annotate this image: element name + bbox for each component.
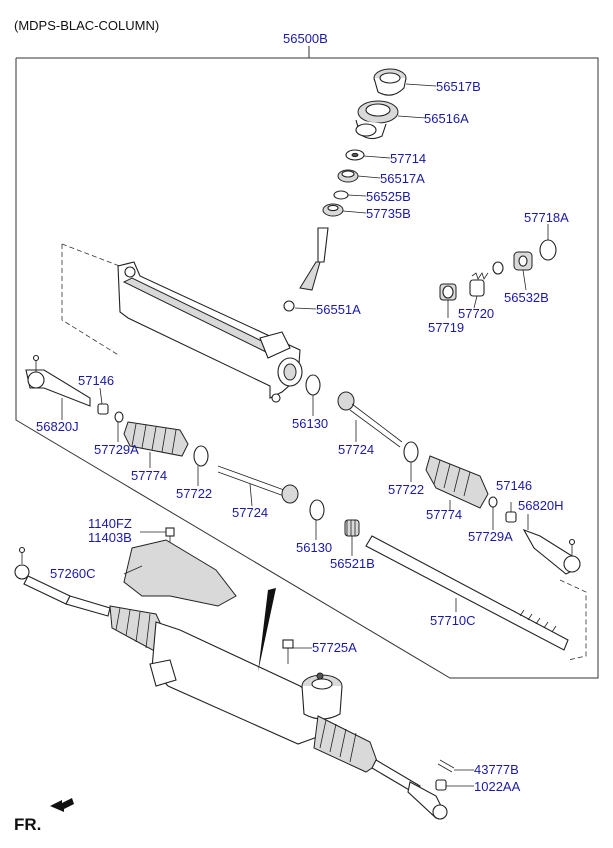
part-56516A-boot[interactable] — [355, 100, 399, 140]
part-56820H-tie-rod-end[interactable] — [522, 528, 581, 575]
part-57729A-right-clip[interactable] — [488, 496, 498, 508]
label-57720: 57720 — [458, 306, 494, 321]
part-57774-left-boot[interactable] — [123, 421, 189, 457]
label-57729A-left: 57729A — [94, 442, 139, 457]
label-57722-right: 57722 — [388, 482, 424, 497]
part-57735B-bearing[interactable] — [322, 203, 344, 217]
label-57729A-right: 57729A — [468, 529, 513, 544]
part-57146-right-nut[interactable] — [505, 511, 517, 523]
label-57260C: 57260C — [50, 566, 96, 581]
part-1022AA-nut[interactable] — [435, 779, 447, 791]
part-56551A-plug[interactable] — [283, 300, 295, 312]
label-57774-right: 57774 — [426, 507, 462, 522]
part-56525B-ring[interactable] — [333, 190, 349, 200]
part-56532B-nut[interactable] — [513, 251, 533, 271]
part-57724-upper-tie-rod[interactable] — [337, 391, 403, 448]
part-57718A-ring[interactable] — [539, 239, 557, 261]
part-57710C-rack-bar[interactable] — [365, 535, 587, 661]
label-1140FZ: 1140FZ — [88, 516, 132, 531]
label-56525B: 56525B — [366, 189, 411, 204]
label-56500B: 56500B — [283, 31, 328, 46]
label-57725A: 57725A — [312, 640, 357, 655]
part-56820J-tie-rod-end[interactable] — [25, 354, 91, 407]
part-56521B-bushing[interactable] — [344, 519, 360, 537]
part-57146-left-nut[interactable] — [97, 403, 109, 415]
part-57725A-bolt[interactable] — [282, 639, 294, 664]
part-43777B-cotter-pin[interactable] — [437, 759, 455, 773]
label-56551A: 56551A — [316, 302, 361, 317]
part-57774-right-boot[interactable] — [425, 455, 489, 509]
front-arrow-icon — [50, 798, 74, 812]
part-57714-washer[interactable] — [345, 149, 365, 161]
part-57724-lower-tie-rod[interactable] — [217, 465, 299, 504]
part-57260C-heat-shield[interactable] — [123, 539, 237, 607]
label-1022AA: 1022AA — [474, 779, 521, 794]
label-11403B: 11403B — [88, 530, 132, 545]
leader-lines — [61, 83, 549, 787]
part-57722-right-clamp[interactable] — [403, 441, 419, 463]
label-56820J: 56820J — [36, 419, 79, 434]
part-pinion-shaft[interactable] — [299, 227, 329, 291]
label-57146-left: 57146 — [78, 373, 114, 388]
label-57146-right: 57146 — [496, 478, 532, 493]
label-57718A: 57718A — [524, 210, 569, 225]
label-57735B: 57735B — [366, 206, 411, 221]
assembly-frame — [15, 46, 599, 679]
assembly-pointer-wedge — [258, 588, 276, 672]
label-56516A: 56516A — [424, 111, 469, 126]
label-56517B: 56517B — [436, 79, 481, 94]
part-rack-housing-upper[interactable] — [61, 243, 303, 403]
part-57722-left-clamp[interactable] — [193, 445, 209, 467]
label-43777B: 43777B — [474, 762, 519, 777]
label-56521B: 56521B — [330, 556, 375, 571]
part-56130-lower-ring[interactable] — [309, 499, 325, 521]
part-56130-upper-ring[interactable] — [305, 374, 321, 396]
diagram-title: (MDPS-BLAC-COLUMN) — [14, 18, 159, 33]
assembled-gear-box[interactable] — [14, 546, 448, 820]
label-57724-lower: 57724 — [232, 505, 268, 520]
front-label: FR. — [14, 815, 41, 834]
label-57719: 57719 — [428, 320, 464, 335]
label-56130-lower: 56130 — [296, 540, 332, 555]
label-57710C: 57710C — [430, 613, 476, 628]
label-56130-upper: 56130 — [292, 416, 328, 431]
label-57714: 57714 — [390, 151, 426, 166]
label-57774-left: 57774 — [131, 468, 167, 483]
part-yoke-clip[interactable] — [492, 261, 504, 275]
label-56532B: 56532B — [504, 290, 549, 305]
part-57719-yoke[interactable] — [439, 283, 457, 301]
part-57720-spring[interactable] — [469, 272, 489, 297]
label-57724-upper: 57724 — [338, 442, 374, 457]
part-57729A-left-clip[interactable] — [114, 411, 124, 423]
label-56517A: 56517A — [380, 171, 425, 186]
label-56820H: 56820H — [518, 498, 564, 513]
label-57722-left: 57722 — [176, 486, 212, 501]
part-56517B-seal[interactable] — [373, 68, 407, 96]
part-56517A-seal[interactable] — [337, 169, 359, 183]
